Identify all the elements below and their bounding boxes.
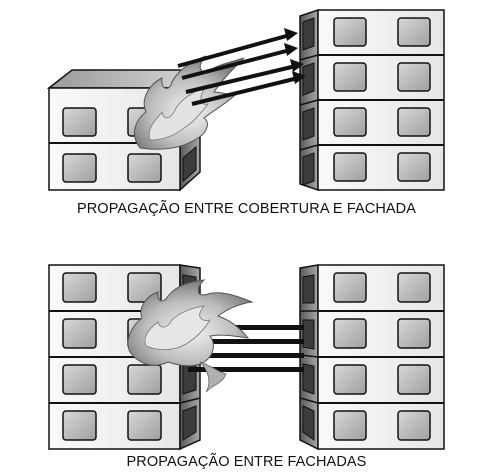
- arrow-icon: [177, 28, 306, 106]
- window: [62, 153, 97, 183]
- side-window: [182, 405, 197, 441]
- window: [62, 410, 97, 441]
- window: [127, 410, 162, 441]
- window: [333, 152, 367, 182]
- side-window: [302, 62, 315, 96]
- window: [127, 364, 162, 395]
- window: [397, 62, 431, 92]
- caption-facade-to-facade: PROPAGAÇÃO ENTRE FACHADAS: [126, 454, 367, 470]
- side-window: [302, 363, 315, 395]
- window: [397, 272, 431, 303]
- window: [62, 318, 97, 349]
- arrow-icon: [188, 325, 304, 372]
- caption-roof-to-facade: PROPAGAÇÃO ENTRE COBERTURA E FACHADA: [76, 201, 417, 217]
- window: [397, 318, 431, 349]
- side-window: [302, 274, 315, 304]
- side-window: [182, 145, 197, 183]
- window: [397, 107, 431, 137]
- right-building-tall: [299, 8, 445, 192]
- window: [397, 152, 431, 182]
- flame-icon: [134, 55, 245, 150]
- window: [333, 62, 367, 92]
- flame-icon: [127, 279, 254, 393]
- side-window: [302, 17, 315, 51]
- window: [62, 107, 97, 137]
- window: [333, 107, 367, 137]
- scene-roof-to-facade: [46, 8, 445, 192]
- scene-facade-to-facade: [48, 264, 445, 451]
- side-window: [302, 152, 315, 186]
- window: [333, 17, 367, 47]
- window: [397, 410, 431, 441]
- window: [397, 17, 431, 47]
- window: [333, 318, 367, 349]
- side-window: [302, 319, 315, 350]
- window: [333, 364, 367, 395]
- window: [333, 272, 367, 303]
- window: [333, 410, 367, 441]
- window: [62, 364, 97, 395]
- side-window: [302, 405, 315, 441]
- window: [397, 364, 431, 395]
- window: [127, 153, 162, 183]
- right-building: [299, 264, 445, 451]
- side-window: [302, 107, 315, 141]
- window: [62, 272, 97, 303]
